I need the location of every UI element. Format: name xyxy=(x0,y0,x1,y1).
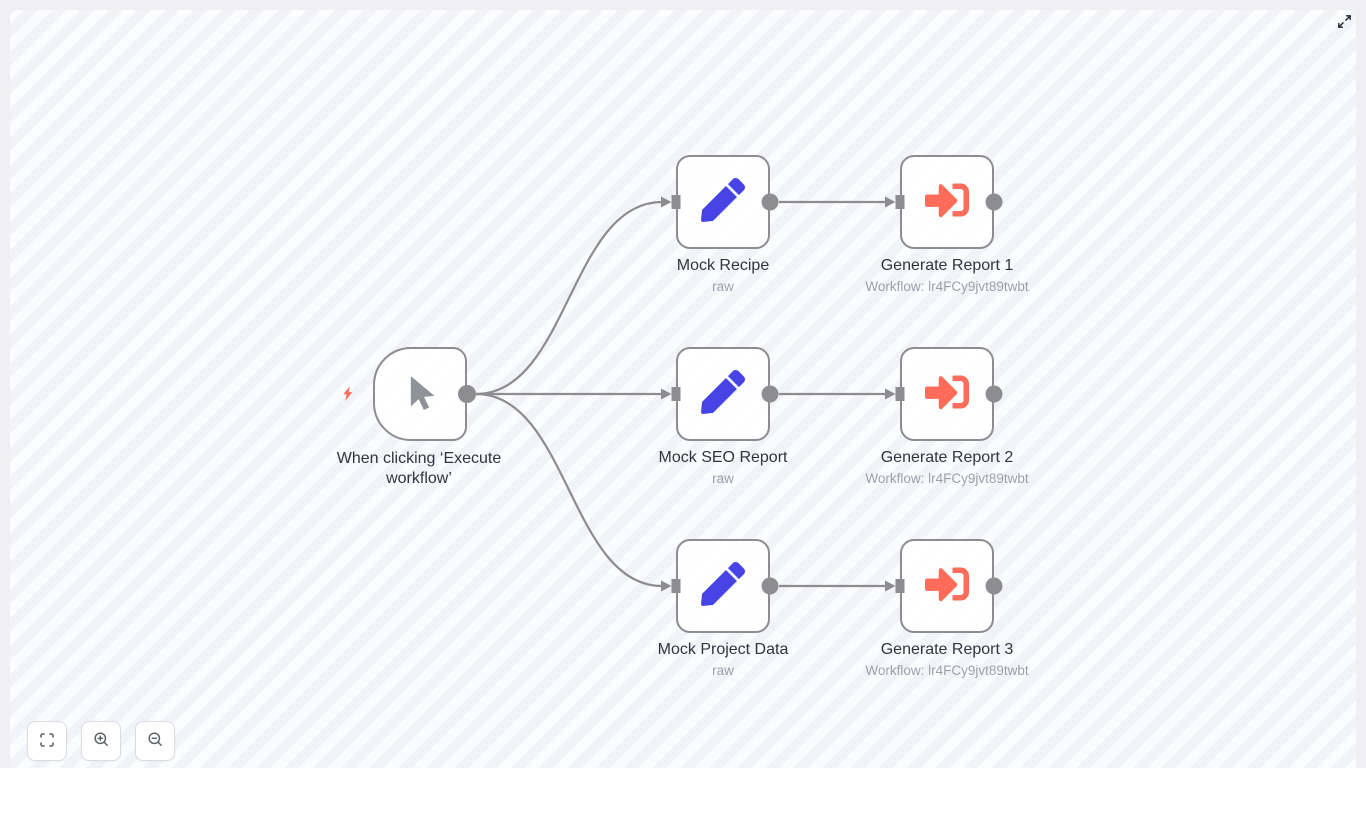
node-label-mock-project-data: Mock Project Data raw xyxy=(593,640,853,679)
node-generate-report-1[interactable] xyxy=(900,155,994,249)
node-manual-trigger[interactable] xyxy=(373,347,467,441)
sign-in-arrow-icon xyxy=(925,178,969,227)
sign-in-arrow-icon xyxy=(925,562,969,611)
trigger-node-label: When clicking ‘Execute workflow’ xyxy=(336,450,502,487)
node-title: Mock Project Data xyxy=(657,641,789,658)
node-subtitle: Workflow: lr4FCy9jvt89twbt xyxy=(865,471,1029,486)
node-title: Generate Report 3 xyxy=(880,641,1014,658)
node-mock-recipe[interactable] xyxy=(676,155,770,249)
node-subtitle: Workflow: lr4FCy9jvt89twbt xyxy=(865,663,1029,678)
zoom-out-button[interactable] xyxy=(135,721,175,761)
node-title: Mock Recipe xyxy=(676,257,770,274)
zoom-in-button[interactable] xyxy=(81,721,121,761)
cursor-pointer-icon xyxy=(400,372,440,417)
node-subtitle: raw xyxy=(712,279,734,294)
node-label-mock-seo-report: Mock SEO Report raw xyxy=(593,448,853,487)
zoom-out-icon xyxy=(146,730,165,752)
expand-canvas-button[interactable] xyxy=(1330,9,1358,37)
node-title: Generate Report 1 xyxy=(880,257,1014,274)
pencil-icon xyxy=(700,369,746,419)
canvas-controls xyxy=(27,721,175,761)
lightning-bolt-icon xyxy=(340,385,356,402)
expand-icon xyxy=(1336,13,1353,33)
node-label-generate-report-1: Generate Report 1 Workflow: lr4FCy9jvt89… xyxy=(817,256,1077,295)
node-title: Generate Report 2 xyxy=(880,449,1014,466)
node-generate-report-3[interactable] xyxy=(900,539,994,633)
node-mock-project-data[interactable] xyxy=(676,539,770,633)
node-label-generate-report-3: Generate Report 3 Workflow: lr4FCy9jvt89… xyxy=(817,640,1077,679)
node-subtitle: raw xyxy=(712,471,734,486)
pencil-icon xyxy=(700,561,746,611)
pencil-icon xyxy=(700,177,746,227)
fit-view-button[interactable] xyxy=(27,721,67,761)
connection-edge[interactable] xyxy=(475,200,663,396)
node-subtitle: raw xyxy=(712,663,734,678)
node-subtitle: Workflow: lr4FCy9jvt89twbt xyxy=(865,279,1029,294)
node-mock-seo-report[interactable] xyxy=(676,347,770,441)
node-generate-report-2[interactable] xyxy=(900,347,994,441)
node-label-mock-recipe: Mock Recipe raw xyxy=(593,256,853,295)
node-title: Mock SEO Report xyxy=(658,449,788,466)
zoom-in-icon xyxy=(92,730,111,752)
connection-edge[interactable] xyxy=(475,392,663,588)
sign-in-arrow-icon xyxy=(925,370,969,419)
fit-view-icon xyxy=(38,731,56,752)
node-label-generate-report-2: Generate Report 2 Workflow: lr4FCy9jvt89… xyxy=(817,448,1077,487)
